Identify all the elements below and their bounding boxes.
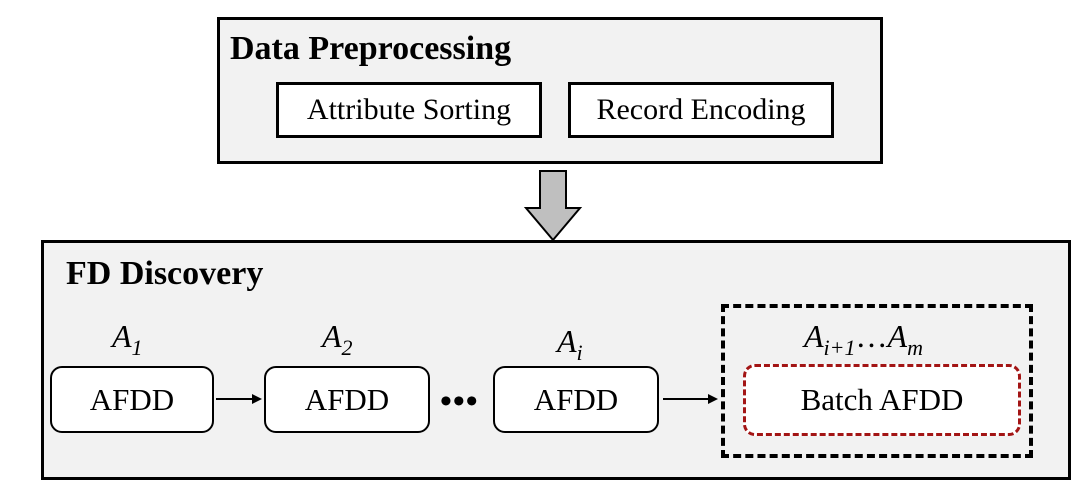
record-encoding-box: Record Encoding — [568, 82, 834, 138]
attr-base: A — [804, 318, 824, 354]
attr-base: A — [557, 323, 577, 359]
batch-group-dashed-box — [721, 304, 1033, 458]
attribute-label-a1: A1 — [112, 320, 143, 359]
batch-afdd-node: Batch AFDD — [743, 364, 1021, 436]
arrow-afddi-to-batch — [663, 394, 718, 404]
attr-ellipsis: … — [855, 318, 888, 354]
afdd-node-i: AFDD — [493, 366, 659, 433]
attr-sub: i — [576, 340, 583, 365]
attr-sub: 1 — [131, 335, 143, 360]
afdd-node-2: AFDD — [264, 366, 430, 433]
attr-sub: m — [907, 335, 923, 360]
attribute-label-ai: Ai — [557, 325, 583, 364]
afdd-node-1: AFDD — [50, 366, 214, 433]
attribute-label-a2: A2 — [322, 320, 353, 359]
attr-base: A — [887, 318, 908, 354]
fd-discovery-panel: FD Discovery — [41, 240, 1071, 480]
attribute-label-batch: Ai+1…Am — [804, 320, 923, 359]
attribute-sorting-box: Attribute Sorting — [276, 82, 542, 138]
attr-base: A — [112, 318, 132, 354]
attr-sub: 2 — [341, 335, 353, 360]
data-preprocessing-title: Data Preprocessing — [230, 30, 512, 67]
ellipsis: ••• — [440, 383, 479, 420]
attr-sub: i+1 — [823, 335, 856, 360]
down-block-arrow — [523, 170, 583, 242]
attr-base: A — [322, 318, 342, 354]
fd-discovery-title: FD Discovery — [66, 255, 264, 292]
arrow-afdd1-to-afdd2 — [216, 394, 262, 404]
